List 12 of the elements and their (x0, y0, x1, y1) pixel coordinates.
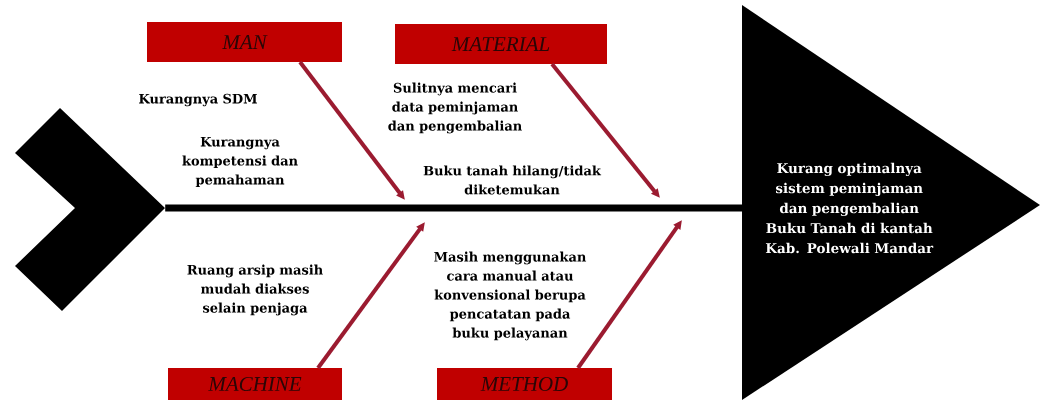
category-box: MACHINE (168, 368, 342, 400)
cause-text: Kurangnya SDM (139, 93, 257, 107)
cause-text: Kurangnya kompetensi dan pemahaman (182, 136, 298, 188)
cause-text: Masih menggunakan cara manual atau konvensional berupa pencatatan pada buku pelayanan (434, 251, 587, 341)
category-box: MATERIAL (395, 24, 607, 64)
chevron-tail (15, 108, 165, 311)
category-box: MAN (147, 22, 342, 62)
cause-text: Buku tanah hilang/tidak diketemukan (423, 165, 602, 195)
head-triangle: Kurang optimalnya sistem peminjaman dan pengembalian Buku Tanah di kantah Kab. Polewali Mandar (742, 5, 1040, 400)
category-box: METHOD (437, 368, 612, 400)
cause-text: Sulitnya mencari data peminjaman dan pengembalian (388, 82, 522, 134)
cause-text: Ruang arsip masih mudah diakses selain penjaga (187, 264, 323, 316)
